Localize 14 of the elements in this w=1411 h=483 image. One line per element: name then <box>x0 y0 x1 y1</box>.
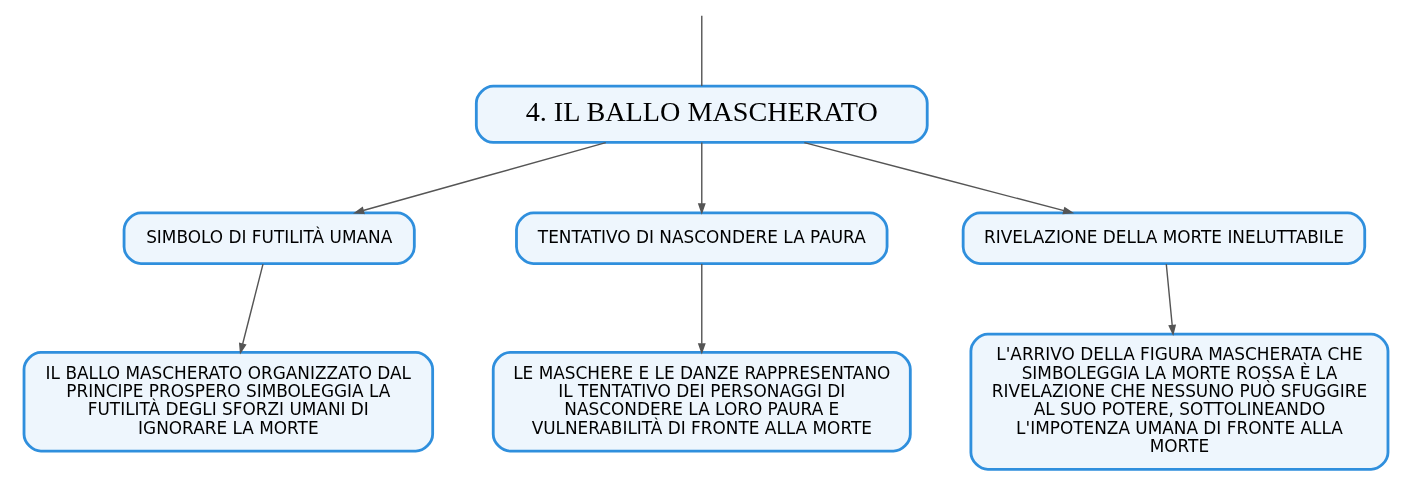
arrow <box>697 141 706 215</box>
arrow <box>352 141 606 214</box>
node-box: RIVELAZIONE DELLA MORTE INELUTTABILE <box>961 211 1366 265</box>
arrow <box>238 262 264 354</box>
arrow <box>697 262 706 354</box>
node-box: 4. IL BALLO MASCHERATO <box>474 84 929 144</box>
arrow <box>803 141 1074 214</box>
node-box: TENTATIVO DI NASCONDERE LA PAURA <box>514 211 888 265</box>
arrow <box>1165 262 1176 336</box>
node-box: SIMBOLO DI FUTILITÀ UMANA <box>122 211 416 265</box>
node-box: L'ARRIVO DELLA FIGURA MASCHERATA CHE SIMBOLEGGIA LA MORTE ROSSA È LA RIVELAZIONE CHE NESSUNO PUÒ SFUGGIRE AL SUO POTERE, SOTTOLINEANDO L'IMPOTENZA UMANA DI FRONTE ALLA MORTE <box>969 332 1389 471</box>
node-box: LE MASCHERE E LE DANZE RAPPRESENTANO IL TENTATIVO DEI PERSONAGGI DI NASCONDERE LA LORO PAURA E VULNERABILITÀ DI FRONTE ALLA MORTE <box>491 350 912 452</box>
node-box: IL BALLO MASCHERATO ORGANIZZATO DAL PRINCIPE PROSPERO SIMBOLEGGIA LA FUTILITÀ DEGLI SFORZI UMANI DI IGNORARE LA MORTE <box>22 350 434 452</box>
connector <box>700 14 702 87</box>
